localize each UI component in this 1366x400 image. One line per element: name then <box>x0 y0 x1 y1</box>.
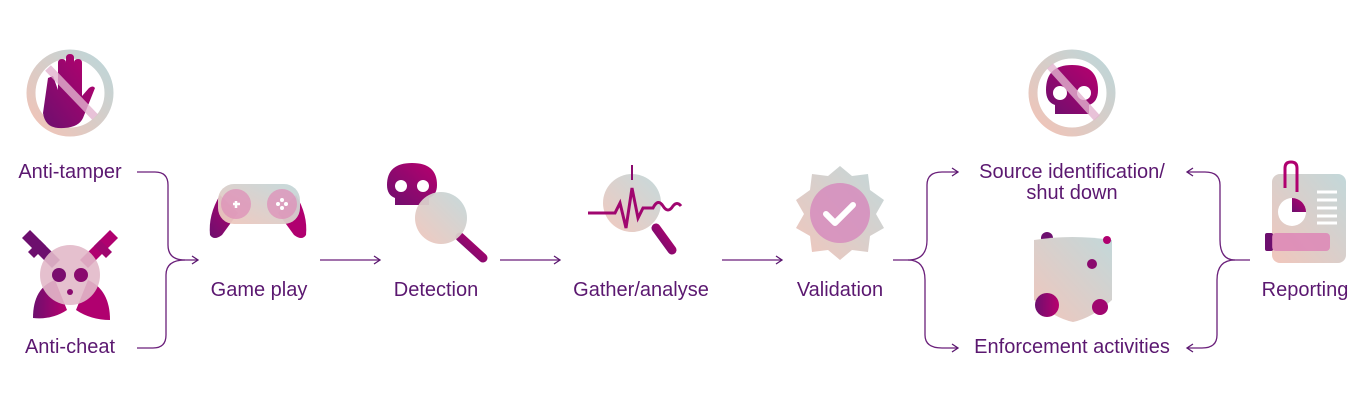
connector-validation-source <box>893 167 960 261</box>
label-gather-analyse: Gather/analyse <box>573 279 709 301</box>
no-tamper-hand-icon <box>26 49 114 137</box>
label-source-line2: shut down <box>1026 182 1118 204</box>
report-document-icon <box>1265 160 1346 263</box>
label-source-identification: Source identification/ shut down <box>979 162 1165 204</box>
label-anti-cheat: Anti-cheat <box>24 336 116 358</box>
label-game-play: Game play <box>210 279 308 301</box>
connector-anti-tamper <box>137 171 200 265</box>
connector-reporting-enforcement <box>1185 259 1236 353</box>
label-anti-tamper: Anti-tamper <box>18 161 122 183</box>
connectors <box>137 167 1250 353</box>
shield-icon <box>1034 232 1112 322</box>
connector-anti-cheat <box>137 259 186 349</box>
connector-reporting-source <box>1185 167 1250 261</box>
waveform-magnifier-icon <box>588 165 683 255</box>
label-reporting: Reporting <box>1261 279 1349 301</box>
skull-magnifier-icon <box>387 163 488 263</box>
no-skull-icon <box>1028 49 1116 137</box>
label-validation: Validation <box>796 279 884 301</box>
skull-crossed-swords-icon <box>22 230 118 320</box>
label-detection: Detection <box>393 279 479 301</box>
check-badge-icon <box>796 166 884 260</box>
connector-validation-enforcement <box>907 259 960 353</box>
label-enforcement-activities: Enforcement activities <box>974 336 1170 358</box>
label-source-line1: Source identification/ <box>979 161 1165 183</box>
gamepad-icon <box>209 184 307 238</box>
